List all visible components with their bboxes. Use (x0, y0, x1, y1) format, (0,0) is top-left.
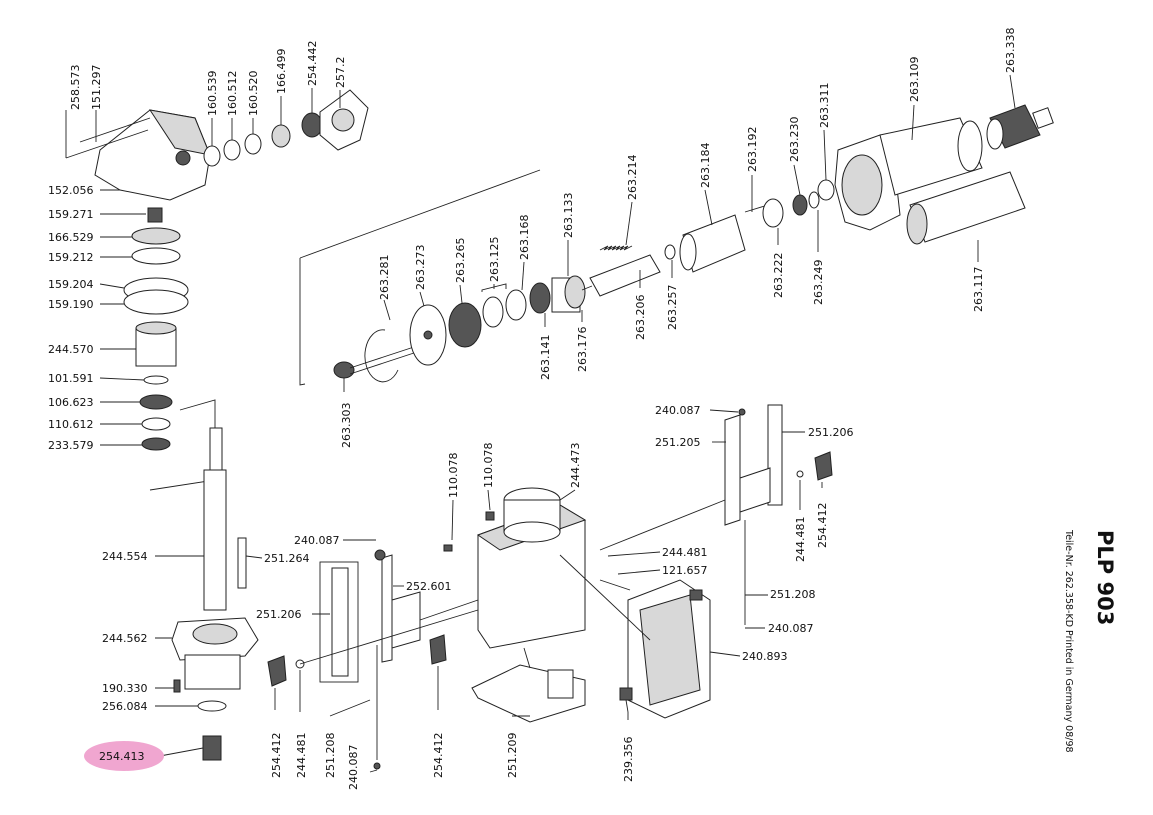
label-263-176: 263.176 (576, 327, 589, 373)
label-239-356: 239.356 (622, 737, 635, 783)
label-251-206-b: 251.206 (808, 426, 854, 439)
label-251-209: 251.209 (506, 733, 519, 779)
label-263-192: 263.192 (746, 127, 759, 173)
label-244-481-a: 244.481 (295, 733, 308, 779)
label-263-117: 263.117 (972, 267, 985, 313)
label-244-481-b: 244.481 (662, 546, 708, 559)
model-title: PLP 903 (1093, 530, 1117, 625)
label-263-206: 263.206 (634, 295, 647, 341)
label-151-297: 151.297 (90, 65, 103, 111)
motor-leader-lines (343, 74, 1016, 392)
label-159-212: 159.212 (48, 251, 94, 264)
footer-text: Teile-Nr. 262.358-KD Printed in Germany … (1063, 529, 1074, 753)
highlight-254-413[interactable]: 254.413 (84, 741, 164, 771)
label-263-168: 263.168 (518, 215, 531, 261)
label-152-056: 152.056 (48, 184, 94, 197)
base-labels: 240.087 251.206 252.601 254.412 244.481 … (256, 404, 854, 790)
label-190-330: 190.330 (102, 682, 148, 695)
label-106-623: 106.623 (48, 396, 94, 409)
label-159-204: 159.204 (48, 278, 94, 291)
label-160-512: 160.512 (226, 71, 239, 117)
label-263-281: 263.281 (378, 255, 391, 301)
highlight-ellipse (84, 741, 164, 771)
label-263-109: 263.109 (908, 57, 921, 103)
label-244-481-c: 244.481 (794, 517, 807, 563)
label-258-573: 258.573 (69, 65, 82, 111)
label-263-273: 263.273 (414, 245, 427, 291)
label-240-087-d: 240.087 (768, 622, 814, 635)
label-263-184: 263.184 (699, 143, 712, 189)
label-263-133: 263.133 (562, 193, 575, 239)
motor-labels: 263.303 263.281 263.273 263.265 263.125 … (340, 28, 1017, 449)
label-110-078-a: 110.078 (447, 453, 460, 499)
left-gear-assembly (65, 89, 369, 761)
label-159-271: 159.271 (48, 208, 94, 221)
title-block: PLP 903 Teile-Nr. 262.358-KD Printed in … (1063, 529, 1117, 753)
label-263-125: 263.125 (488, 237, 501, 283)
label-254-413: 254.413 (99, 750, 145, 763)
label-263-338: 263.338 (1004, 28, 1017, 74)
label-160-520: 160.520 (247, 71, 260, 117)
label-257-x: 257.2 (334, 57, 347, 89)
label-256-084: 256.084 (102, 700, 148, 713)
label-110-612: 110.612 (48, 418, 94, 431)
label-244-554: 244.554 (102, 550, 148, 563)
label-252-601: 252.601 (406, 580, 452, 593)
label-110-078-b: 110.078 (482, 443, 495, 489)
label-251-208-b: 251.208 (770, 588, 816, 601)
label-251-206-a: 251.206 (256, 608, 302, 621)
base-leader-lines (274, 409, 823, 773)
motor-assembly (299, 104, 1054, 386)
label-121-657: 121.657 (662, 564, 708, 577)
label-263-257: 263.257 (666, 285, 679, 331)
label-101-591: 101.591 (48, 372, 94, 385)
label-160-539: 160.539 (206, 71, 219, 117)
label-244-562: 244.562 (102, 632, 148, 645)
label-233-579: 233.579 (48, 439, 94, 452)
label-240-087-c: 240.087 (655, 404, 701, 417)
label-263-230: 263.230 (788, 117, 801, 163)
label-251-208-a: 251.208 (324, 733, 337, 779)
label-263-311: 263.311 (818, 83, 831, 129)
label-254-412-b: 254.412 (432, 733, 445, 779)
left-leader-lines (65, 88, 341, 757)
label-263-249: 263.249 (812, 260, 825, 306)
label-254-442: 254.442 (306, 41, 319, 87)
label-263-265: 263.265 (454, 238, 467, 284)
label-166-499: 166.499 (275, 49, 288, 95)
label-251-264: 251.264 (264, 552, 310, 565)
label-254-412-a: 254.412 (270, 733, 283, 779)
label-240-087-b: 240.087 (347, 745, 360, 791)
label-244-473: 244.473 (569, 443, 582, 489)
label-244-570: 244.570 (48, 343, 94, 356)
label-251-205: 251.205 (655, 436, 701, 449)
label-254-412-c: 254.412 (816, 503, 829, 549)
label-159-190: 159.190 (48, 298, 94, 311)
label-263-303: 263.303 (340, 403, 353, 449)
label-263-141: 263.141 (539, 335, 552, 381)
label-240-087-a: 240.087 (294, 534, 340, 547)
left-labels: 258.573 151.297 160.539 160.512 160.520 … (48, 41, 347, 714)
base-assembly (267, 404, 833, 770)
label-166-529: 166.529 (48, 231, 94, 244)
label-263-214: 263.214 (626, 155, 639, 201)
label-263-222: 263.222 (772, 253, 785, 299)
label-240-893: 240.893 (742, 650, 788, 663)
